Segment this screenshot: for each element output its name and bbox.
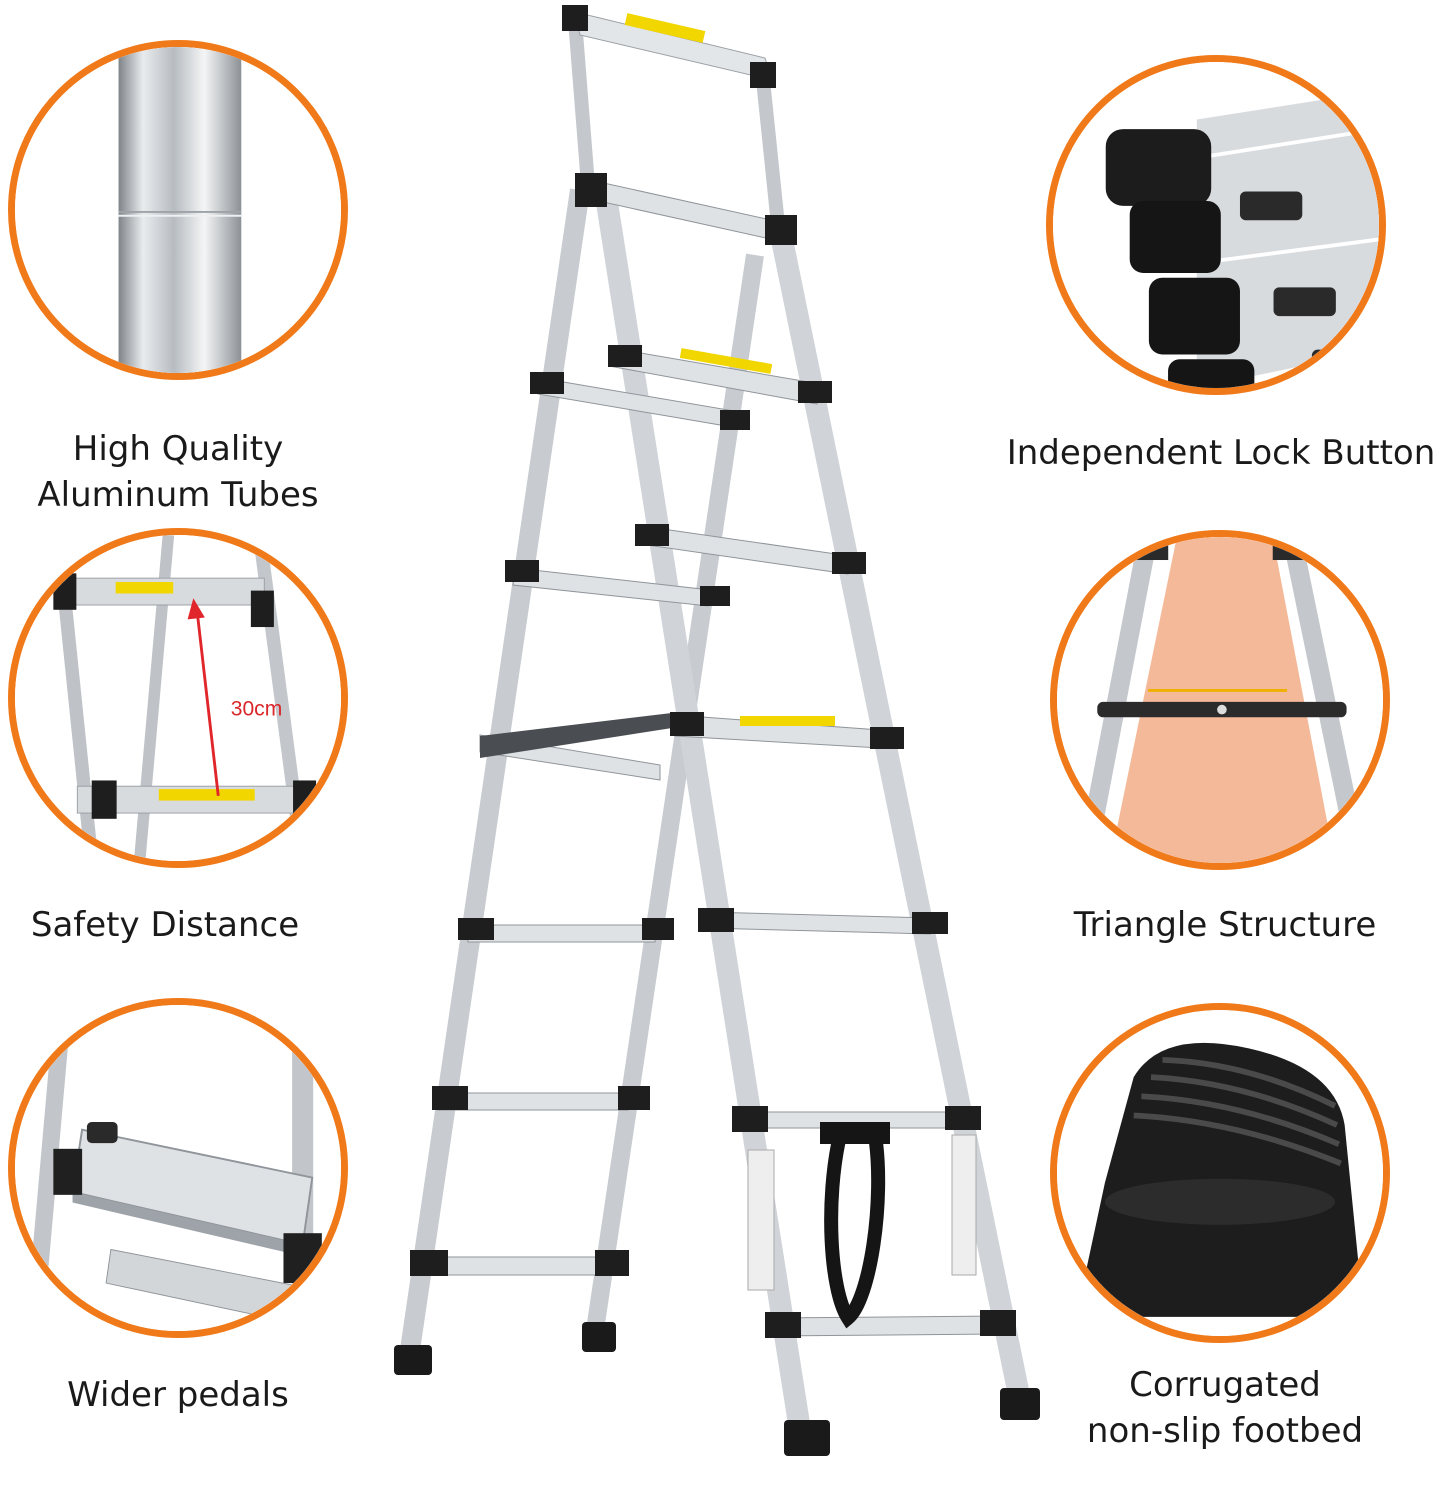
feature-caption-distance: Safety Distance [30, 905, 300, 945]
feature-caption-tubes: High Quality Aluminum Tubes [37, 429, 319, 515]
feature-caption-footbed: Corrugated non-slip footbed [1086, 1365, 1364, 1451]
non-slip-foot-closeup [1050, 1003, 1390, 1343]
wider-pedal-closeup [8, 998, 348, 1338]
triangle-structure-closeup [1050, 530, 1390, 870]
aluminum-tube-closeup [8, 40, 348, 380]
lock-button-closeup [1046, 55, 1386, 395]
feature-caption-pedals: Wider pedals [67, 1375, 289, 1415]
feature-caption-triangle: Triangle Structure [1073, 905, 1377, 945]
telescopic-ladder-illustration [394, 5, 1040, 1456]
safety-distance-closeup: 30cm [8, 528, 348, 868]
feature-caption-lock: Independent Lock Button [1006, 433, 1436, 473]
distance-measure-label: 30cm [231, 697, 283, 720]
